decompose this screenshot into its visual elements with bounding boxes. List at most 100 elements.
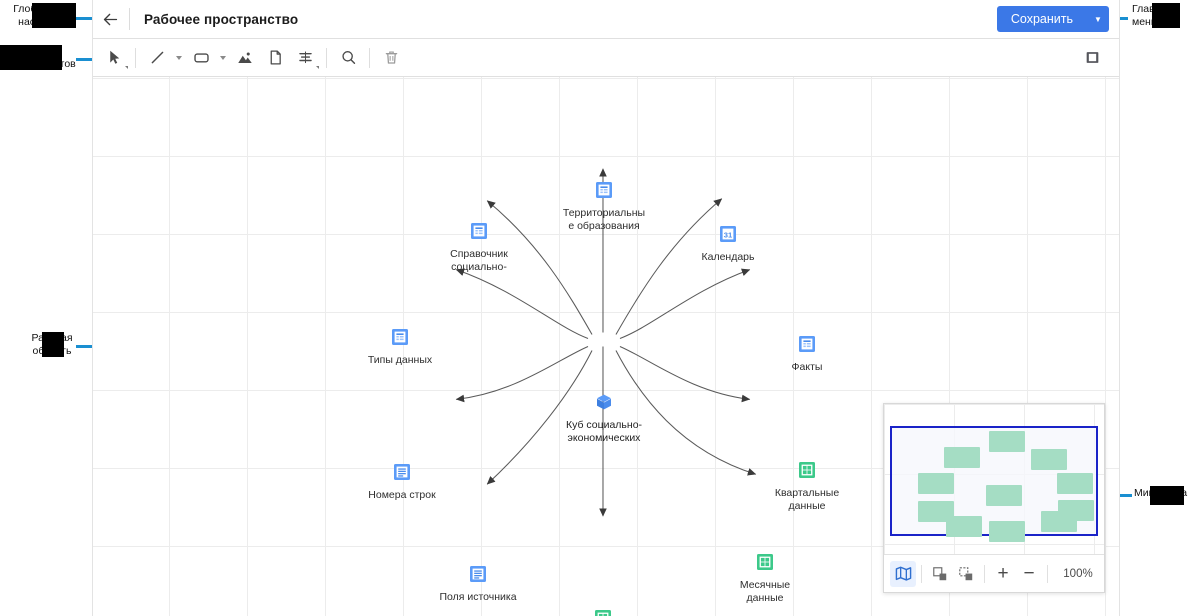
cube-icon xyxy=(594,392,614,412)
mindmap-node-label: Территориальны е образования xyxy=(562,207,646,232)
svg-text:31: 31 xyxy=(724,230,733,239)
table-blue-icon xyxy=(390,327,410,347)
save-dropdown-button[interactable]: ▼ xyxy=(1087,6,1109,32)
image-icon xyxy=(238,52,252,63)
mindmap-node-facts[interactable]: Факты xyxy=(747,334,867,374)
mindmap-node-territorial[interactable]: Территориальны е образования xyxy=(544,180,664,232)
mindmap-node-label: Месячные данные xyxy=(739,579,791,604)
panel-toggle-icon xyxy=(1086,52,1098,63)
minimap-toolbar: + − 100% xyxy=(884,554,1104,592)
mindmap-node-center[interactable]: Куб социально- экономических xyxy=(544,392,664,444)
zoom-level-label: 100% xyxy=(1063,567,1093,580)
delete-tool[interactable] xyxy=(376,43,406,73)
list-blue-icon xyxy=(468,564,488,584)
minimap-node xyxy=(918,501,954,522)
line-tool-dropdown[interactable] xyxy=(172,43,186,73)
map-icon xyxy=(895,566,911,581)
shape-tool-dropdown[interactable] xyxy=(216,43,230,73)
table-blue-icon xyxy=(797,334,817,354)
panel-toggle-button[interactable] xyxy=(1077,43,1107,73)
mindmap-node-row-numbers[interactable]: Номера строк xyxy=(342,462,462,502)
minimap-viewport[interactable] xyxy=(890,426,1098,542)
minimap-separator xyxy=(1047,564,1048,583)
image-tool[interactable] xyxy=(230,43,260,73)
grid-green-icon xyxy=(593,608,613,616)
mindmap-node-label: Типы данных xyxy=(367,354,433,366)
minimap-node xyxy=(918,473,954,494)
mindmap-node-data-types[interactable]: Типы данных xyxy=(340,327,460,367)
mindmap-node-label: Квартальные данные xyxy=(774,487,840,512)
zoom-out-button[interactable]: − xyxy=(1023,563,1035,584)
grid-green-icon xyxy=(755,552,775,572)
line-tool[interactable] xyxy=(142,43,172,73)
mindmap-node-label: Факты xyxy=(791,361,823,373)
minimap-node xyxy=(1057,473,1093,494)
app-window: Рабочее пространство Сохранить ▼ xyxy=(92,0,1120,616)
minimap-toggle-button[interactable] xyxy=(890,560,916,587)
search-icon xyxy=(341,51,355,65)
mindmap-node-monthly[interactable]: Месячные данные xyxy=(705,552,825,604)
toolbar-right-actions xyxy=(1077,43,1119,73)
page-title: Рабочее пространство xyxy=(144,11,299,27)
mindmap-node-label: Справочник социально- xyxy=(450,248,508,273)
shape-tool[interactable] xyxy=(186,43,216,73)
minimap-node xyxy=(1031,449,1067,470)
minimap-separator xyxy=(984,564,985,583)
document-tool[interactable] xyxy=(260,43,290,73)
minimap-node xyxy=(1041,511,1077,532)
trash-icon xyxy=(385,51,397,64)
redaction-box xyxy=(42,332,64,357)
table-blue-icon xyxy=(469,221,489,241)
align-tool[interactable] xyxy=(290,43,320,73)
app-header: Рабочее пространство Сохранить ▼ xyxy=(93,0,1119,39)
align-tool-caret-icon xyxy=(316,65,319,69)
toolbar-separator xyxy=(326,47,327,68)
minimap-node xyxy=(989,431,1025,452)
mindmap-node-label: Номера строк xyxy=(368,489,436,501)
list-blue-icon xyxy=(392,462,412,482)
annotation-leader-line xyxy=(76,58,100,61)
chevron-down-icon xyxy=(176,55,182,60)
document-icon xyxy=(270,50,281,65)
select-tool[interactable] xyxy=(99,43,129,73)
line-icon xyxy=(151,51,163,64)
search-tool[interactable] xyxy=(333,43,363,73)
save-button[interactable]: Сохранить xyxy=(996,6,1087,32)
save-button-group: Сохранить ▼ xyxy=(996,6,1109,32)
minimap-node xyxy=(944,447,980,468)
minimap-canvas[interactable] xyxy=(884,404,1104,554)
back-button[interactable] xyxy=(93,0,127,38)
select-tool-caret-icon xyxy=(125,65,128,69)
redaction-box xyxy=(0,45,62,70)
mindmap-node-yearly[interactable]: Годовые данные xyxy=(543,608,663,616)
mindmap-edges xyxy=(455,168,757,517)
minimap-panel[interactable]: + − 100% xyxy=(883,403,1105,593)
mindmap-node-label: Куб социально- экономических xyxy=(565,419,643,444)
fit-content-icon xyxy=(933,566,947,580)
redaction-box xyxy=(1152,3,1180,28)
mindmap-node-spravochnik[interactable]: Справочник социально- xyxy=(419,221,539,273)
canvas-workspace[interactable]: Куб социально- экономических Территориа xyxy=(93,77,1119,616)
zoom-in-button[interactable]: + xyxy=(997,563,1009,584)
grid-green-icon xyxy=(797,460,817,480)
header-divider xyxy=(129,8,130,30)
toolbar-separator xyxy=(135,47,136,68)
arrow-left-icon xyxy=(103,13,117,25)
fit-selection-button[interactable] xyxy=(953,561,979,587)
minimap-node xyxy=(989,521,1025,542)
minimap-node xyxy=(946,516,982,537)
mindmap-node-source-fields[interactable]: Поля источника xyxy=(418,564,538,604)
annotation-global-settings: Глобальные настройки xyxy=(0,0,120,40)
annotation-leader-line xyxy=(76,17,100,20)
fit-selection-icon xyxy=(959,566,973,580)
chevron-down-icon xyxy=(220,55,226,60)
header-actions: Сохранить ▼ xyxy=(996,6,1119,32)
mindmap-node-quarterly[interactable]: Квартальные данные xyxy=(747,460,867,512)
minimap-node xyxy=(986,485,1022,506)
fit-content-button[interactable] xyxy=(927,561,953,587)
mindmap-node-calendar[interactable]: 31 Календарь xyxy=(668,224,788,264)
table-blue-icon xyxy=(594,180,614,200)
cursor-icon xyxy=(109,50,119,64)
mindmap-node-label: Поля источника xyxy=(439,591,517,603)
mindmap-node-label: Календарь xyxy=(701,251,755,263)
